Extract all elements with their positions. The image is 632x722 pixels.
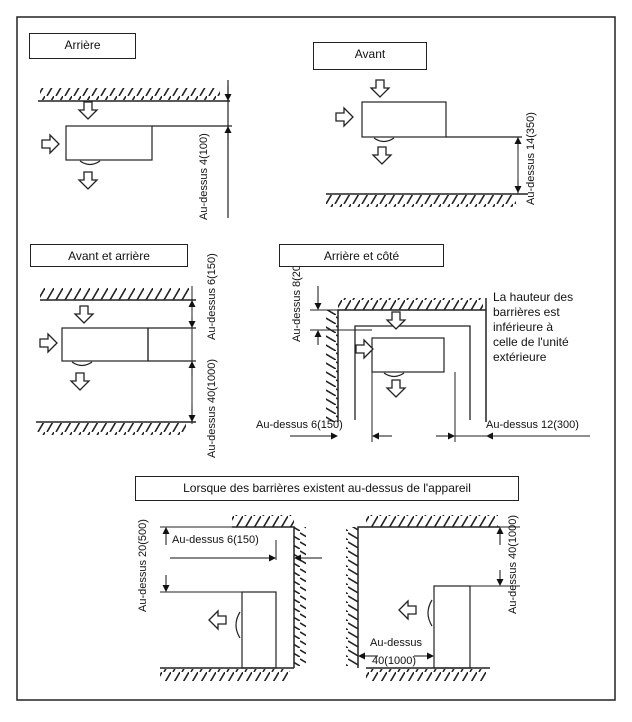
dim-ac-left: Au-dessus 6(150): [256, 419, 343, 431]
dim-avant-bottom: Au-dessus 14(350): [525, 112, 537, 205]
dim-ac-top: Au-dessus 8(200): [291, 255, 303, 342]
dim-arriere-top: Au-dessus 4(100): [198, 133, 210, 220]
wall-top: [338, 298, 483, 310]
airflow-arrow-icon: [77, 171, 99, 190]
wall-top: [40, 288, 190, 300]
airflow-arrow-icon: [398, 599, 417, 621]
wall-top: [40, 88, 220, 100]
barrier-height-note: La hauteur des barrières est inférieure …: [493, 290, 603, 365]
panel-arriere-cote: Au-dessus 8(200) Au-dessus 6(150) Au-des…: [256, 255, 590, 442]
airflow-arrow-icon: [69, 372, 91, 391]
wall-left: [326, 310, 338, 422]
airflow-arrow-icon: [208, 609, 227, 631]
title-avant: Avant: [313, 42, 427, 70]
dim-aa-bottom: Au-dessus 40(1000): [206, 359, 218, 458]
note-line: celle de l'unité: [493, 335, 569, 349]
panel-barriers-left: Au-dessus 20(500) Au-dessus 6(150): [137, 515, 322, 681]
airflow-arrow-icon: [369, 79, 391, 98]
panel-arriere: Au-dessus 4(100): [38, 80, 232, 220]
unit-box: [65, 125, 153, 161]
note-line: inférieure à: [493, 320, 554, 334]
title-arriere-cote: Arrière et côté: [279, 244, 444, 267]
airflow-arrow-icon: [355, 338, 374, 360]
panel-avant-arriere: Au-dessus 6(150) Au-dessus 40(1000): [36, 253, 218, 458]
floor: [326, 195, 516, 207]
dim-b2-horizontal-line2: 40(1000): [372, 655, 416, 667]
dim-b1-vertical: Au-dessus 20(500): [137, 519, 149, 612]
floor: [366, 669, 486, 681]
airflow-arrow-icon: [385, 311, 407, 330]
dim-b2-vertical: Au-dessus 40(1000): [507, 515, 519, 614]
outer-border: [16, 16, 616, 701]
title-arriere: Arrière: [29, 33, 136, 59]
unit-box: [361, 101, 447, 138]
airflow-arrow-icon: [41, 133, 60, 155]
note-line: La hauteur des: [493, 290, 574, 304]
floor: [36, 423, 186, 435]
panel-avant: Au-dessus 14(350): [326, 79, 537, 207]
unit-box: [241, 591, 277, 669]
ceiling: [366, 515, 498, 527]
airflow-arrow-icon: [335, 106, 354, 128]
note-line: barrières est: [493, 305, 560, 319]
airflow-arrow-icon: [385, 379, 407, 398]
title-avant-arriere: Avant et arrière: [30, 244, 188, 267]
unit-box: [371, 337, 445, 373]
airflow-arrow-icon: [77, 101, 99, 120]
unit-box: [61, 327, 149, 362]
dim-b2-horizontal-line1: Au-dessus: [370, 637, 422, 649]
airflow-arrow-icon: [39, 332, 58, 354]
unit-box: [433, 585, 471, 669]
floor: [160, 669, 290, 681]
airflow-arrow-icon: [371, 146, 393, 165]
dim-b1-horizontal: Au-dessus 6(150): [172, 534, 259, 546]
wall-right: [294, 527, 306, 667]
panel-barriers-right: Au-dessus 40(1000) Au-dessus 40(1000): [346, 515, 520, 681]
wall-left: [346, 527, 358, 667]
ceiling: [232, 515, 294, 527]
dim-ac-right: Au-dessus 12(300): [486, 419, 579, 431]
airflow-arrow-icon: [73, 305, 95, 324]
dim-aa-top: Au-dessus 6(150): [206, 253, 218, 340]
note-line: extérieure: [493, 350, 547, 364]
title-barriers-above: Lorsque des barrières existent au-dessus…: [135, 476, 519, 501]
